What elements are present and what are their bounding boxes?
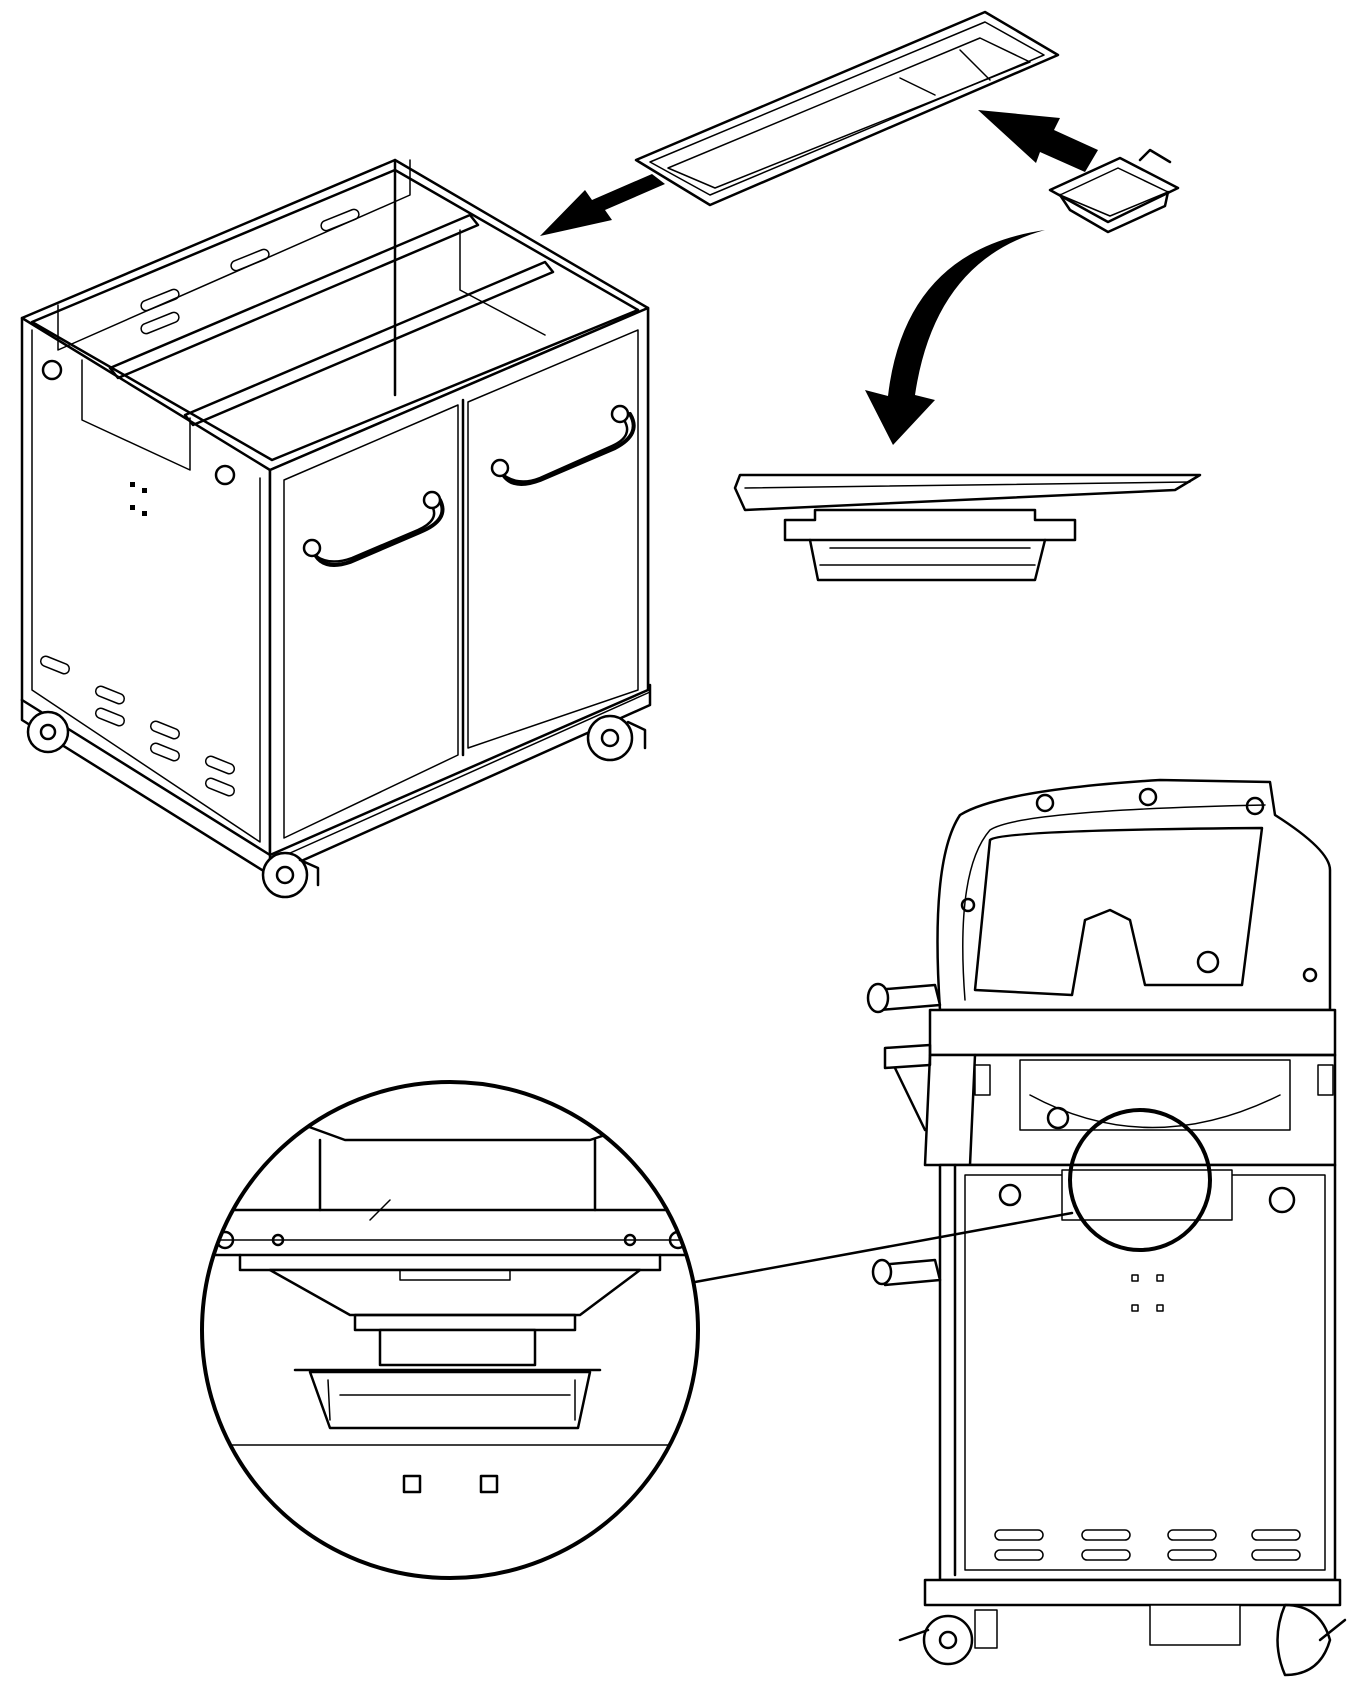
curved-arrow: [865, 230, 1045, 445]
drip-tray: [634, 10, 1060, 207]
caster-wheel: [261, 851, 320, 899]
insert-arrow: [540, 174, 665, 236]
caster-wheel: [586, 714, 647, 762]
caster-wheel: [26, 710, 70, 754]
grill-side-view: [866, 778, 1347, 1677]
cart-base: [20, 158, 652, 899]
grease-cup: [1048, 148, 1180, 234]
callout-leader-line: [693, 1211, 1074, 1284]
tray-with-cup-side-view: [733, 473, 1202, 582]
magnifier-callout: [200, 1080, 700, 1580]
attach-arrow: [978, 110, 1098, 172]
